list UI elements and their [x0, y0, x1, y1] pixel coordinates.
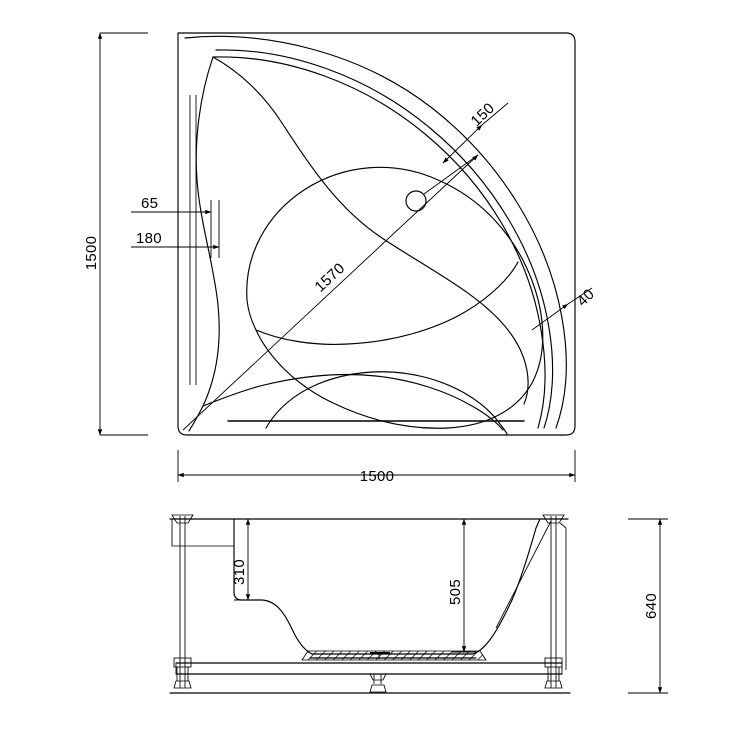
plan-left-scallop [188, 56, 220, 432]
dim-150-leader [481, 102, 509, 126]
dim-label-1500-horizontal: 1500 [360, 468, 395, 485]
leg-right [542, 514, 565, 689]
leg-right-foot [544, 680, 563, 689]
dim-label-1500-vertical: 1500 [83, 236, 100, 271]
plan-outer-boundary [177, 32, 576, 436]
plan-inner-bowl [246, 166, 544, 429]
plan-view [97, 32, 593, 482]
section-tub-profile [233, 518, 541, 655]
dim-1570-ext [423, 154, 479, 195]
dim-label-310: 310 [231, 559, 248, 585]
dim-label-505: 505 [447, 579, 464, 605]
section-right-brace-2 [559, 522, 567, 529]
leg-left-bracket [173, 657, 192, 668]
plan-bowl-outline [212, 56, 529, 405]
leg-left [171, 514, 194, 689]
dim-label-150: 150 [468, 100, 498, 130]
leg-center [369, 673, 387, 693]
dim-1570-line [182, 154, 479, 431]
plan-rim-outer-curve [184, 35, 567, 429]
drain-circle [405, 190, 427, 212]
section-left-ledge [171, 519, 234, 547]
plan-rim-offset-inner [212, 56, 546, 429]
plan-left-cross-curve [202, 373, 504, 431]
dim-label-180: 180 [136, 230, 162, 247]
dim-label-640: 640 [643, 593, 660, 619]
plan-inner-bowl-base [255, 261, 519, 345]
dimension-labels: 1500 1500 65 180 150 40 1570 310 505 640 [83, 100, 660, 619]
leg-center-foot [369, 684, 387, 693]
plan-rim-offset-40 [215, 49, 554, 429]
leg-left-top-cap [171, 514, 194, 524]
plan-bottom-scallop [265, 371, 508, 435]
leg-right-top-cap [542, 514, 565, 524]
dim-label-1570: 1570 [311, 260, 348, 296]
dim-40-leader [567, 287, 593, 305]
base-plate-outline [301, 650, 487, 661]
dim-label-65: 65 [141, 195, 158, 212]
section-right-brace [495, 520, 552, 629]
leg-center-collar [369, 673, 387, 681]
leg-right-bracket [544, 657, 563, 668]
base-plate-hatch [302, 651, 486, 660]
dim-40-line [531, 303, 569, 331]
dim-150-line [442, 124, 483, 164]
section-view [169, 514, 668, 694]
leg-left-foot [173, 680, 192, 689]
dim-label-40: 40 [574, 286, 598, 310]
